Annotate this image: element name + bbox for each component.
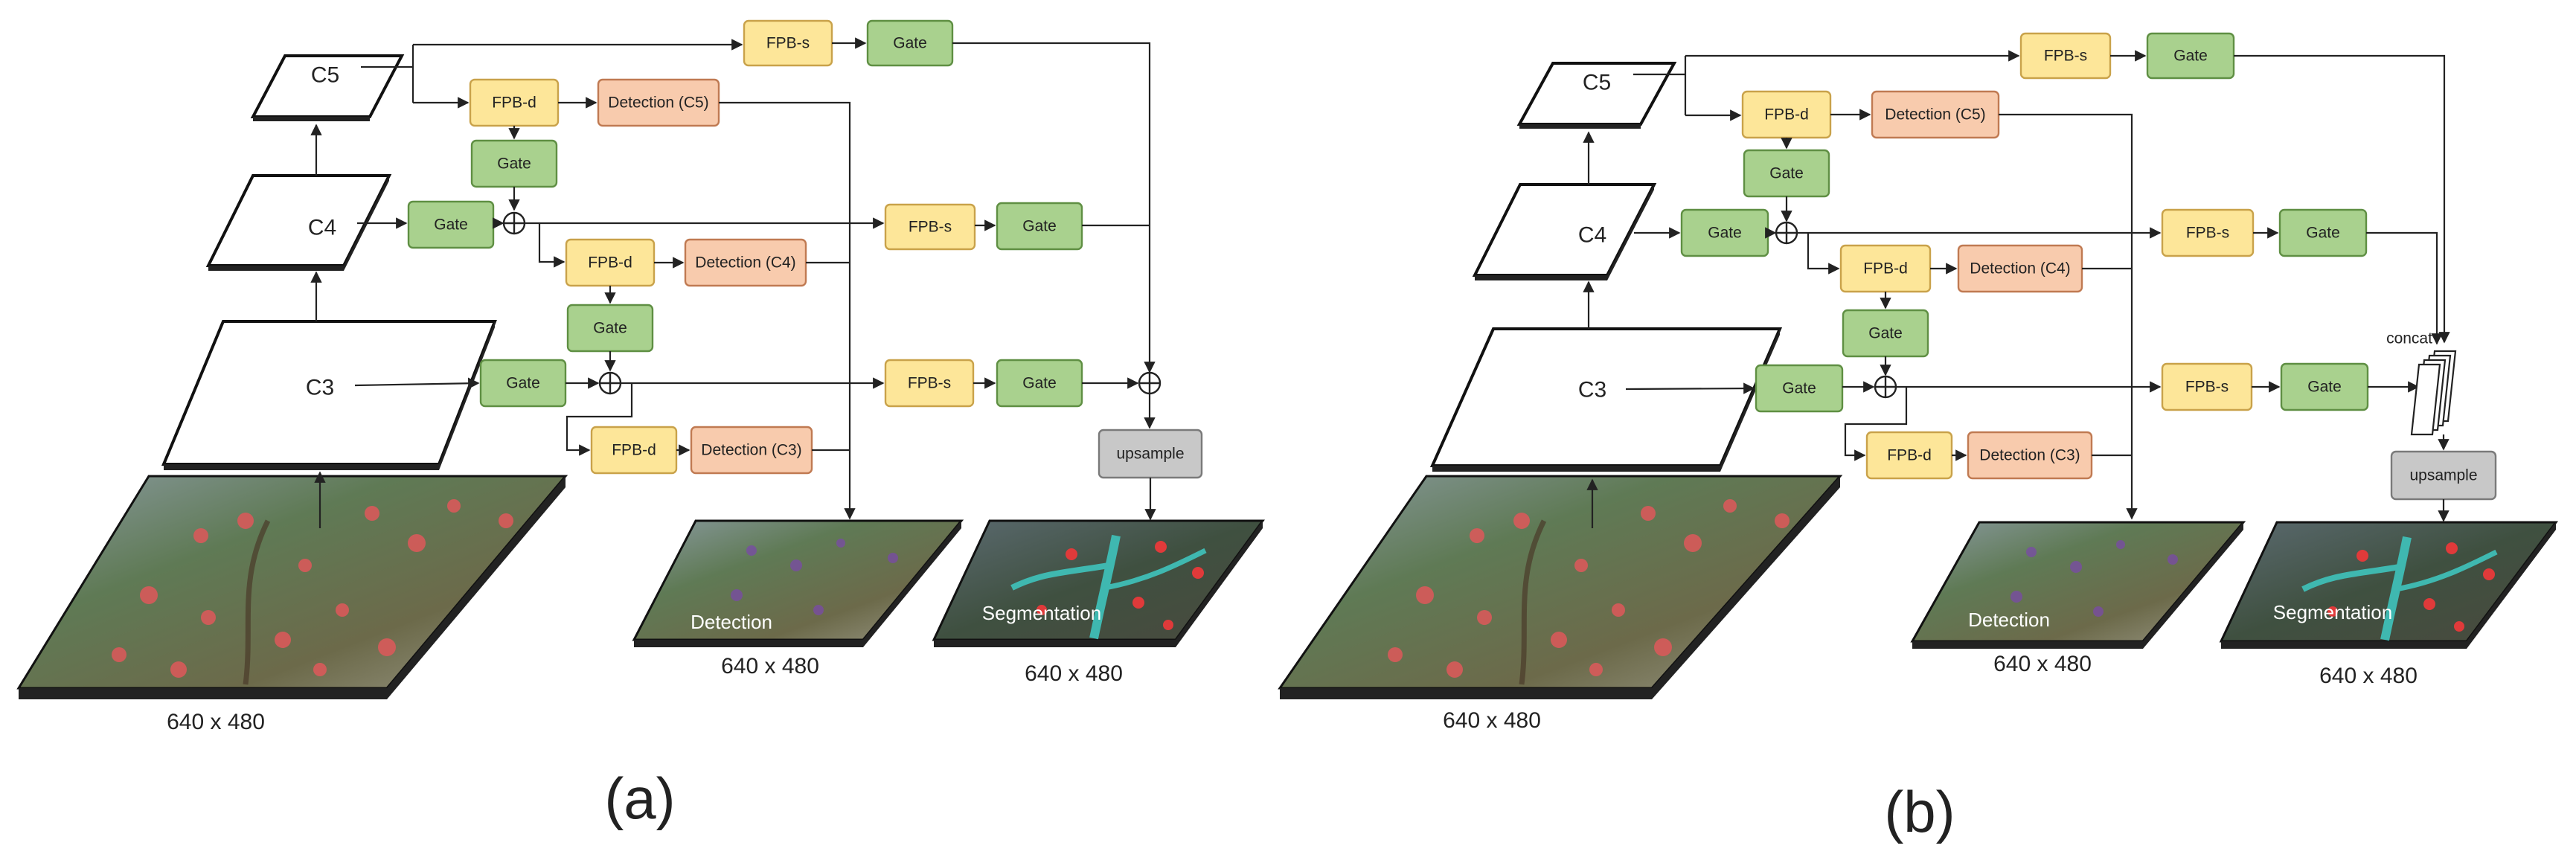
- svg-text:Detection (C4): Detection (C4): [1970, 260, 2070, 277]
- c5-label: C5: [1583, 71, 1611, 95]
- input-image: [16, 475, 568, 699]
- svg-text:Gate: Gate: [1769, 165, 1804, 182]
- svg-text:Gate: Gate: [893, 35, 927, 52]
- fpb-s-c4: [884, 203, 976, 251]
- c4-label: C4: [1578, 223, 1606, 248]
- detection-output-size: 640 x 480: [721, 654, 819, 678]
- concat-label: concat: [2386, 330, 2432, 347]
- segmentation-output-size: 640 x 480: [2319, 664, 2418, 688]
- detection-output-label: Detection: [1968, 609, 2050, 631]
- svg-text:Detection (C4): Detection (C4): [695, 254, 795, 272]
- svg-text:FPB-s: FPB-s: [2185, 379, 2229, 396]
- segmentation-output-size: 640 x 480: [1025, 661, 1123, 686]
- detection-output-size: 640 x 480: [1993, 652, 2092, 676]
- svg-text:Gate: Gate: [1022, 218, 1057, 235]
- svg-text:FPB-s: FPB-s: [766, 35, 810, 52]
- svg-text:FPB-d: FPB-d: [612, 442, 656, 459]
- svg-text:Detection (C3): Detection (C3): [1979, 447, 2080, 464]
- svg-text:Gate: Gate: [434, 216, 468, 234]
- sum-node-c3: [1874, 375, 1897, 399]
- svg-text:FPB-d: FPB-d: [1887, 447, 1932, 464]
- panel-a: 640 x 480 C3 C4 C5 FPB-s Gate FPB-d: [16, 19, 1265, 831]
- svg-text:FPB-d: FPB-d: [1764, 106, 1809, 123]
- sum-node-c3: [598, 371, 622, 395]
- svg-text:Detection (C3): Detection (C3): [701, 442, 801, 459]
- svg-text:upsample: upsample: [1116, 446, 1184, 463]
- c5-label: C5: [311, 63, 339, 88]
- svg-text:Gate: Gate: [2307, 379, 2342, 396]
- c3-label: C3: [306, 376, 334, 400]
- svg-text:Gate: Gate: [506, 375, 540, 392]
- panel-a-label: (a): [604, 766, 675, 831]
- svg-text:Gate: Gate: [1022, 375, 1057, 392]
- svg-text:Gate: Gate: [1708, 225, 1742, 242]
- svg-text:FPB-s: FPB-s: [909, 219, 952, 236]
- input-size-label: 640 x 480: [167, 710, 265, 734]
- segmentation-output-label: Segmentation: [2273, 601, 2392, 623]
- svg-text:FPB-s: FPB-s: [2186, 225, 2229, 242]
- sum-node-c4: [1775, 221, 1798, 245]
- concat-block: [2410, 350, 2457, 436]
- input-size-label: 640 x 480: [1443, 708, 1541, 733]
- sum-node-final: [1138, 371, 1162, 395]
- svg-text:FPB-s: FPB-s: [908, 375, 951, 392]
- c3-label: C3: [1578, 378, 1606, 402]
- svg-text:Gate: Gate: [593, 320, 627, 337]
- sum-node-c4: [502, 211, 526, 235]
- segmentation-output-label: Segmentation: [982, 602, 1101, 624]
- panel-b-label: (b): [1884, 779, 1955, 844]
- svg-text:Gate: Gate: [2306, 225, 2340, 242]
- svg-text:Gate: Gate: [1782, 380, 1816, 397]
- svg-text:FPB-d: FPB-d: [1863, 260, 1908, 277]
- segmentation-output-image: [932, 519, 1265, 647]
- svg-text:upsample: upsample: [2409, 467, 2477, 484]
- panel-b: 640 x 480 C3 C4 C5 FPB-s Gate FPB-d Dete…: [1278, 32, 2558, 844]
- gate-c3: [1755, 364, 1844, 413]
- detection-output-image: [632, 519, 964, 647]
- input-image: [1278, 475, 1843, 699]
- c4-plate: [205, 174, 392, 267]
- svg-text:Gate: Gate: [2173, 48, 2208, 65]
- svg-text:FPB-s: FPB-s: [2044, 48, 2087, 65]
- svg-text:Gate: Gate: [1868, 325, 1903, 342]
- svg-text:Gate: Gate: [497, 155, 531, 173]
- svg-text:Detection (C5): Detection (C5): [608, 94, 708, 112]
- svg-text:Detection (C5): Detection (C5): [1885, 106, 1985, 123]
- svg-text:FPB-d: FPB-d: [588, 254, 632, 272]
- detection-output-label: Detection: [691, 611, 772, 633]
- detection-output-image: [1910, 521, 2246, 649]
- c4-plate: [1472, 183, 1657, 277]
- svg-text:FPB-d: FPB-d: [492, 94, 536, 112]
- c4-label: C4: [308, 216, 336, 240]
- segmentation-output-image: [2219, 521, 2558, 649]
